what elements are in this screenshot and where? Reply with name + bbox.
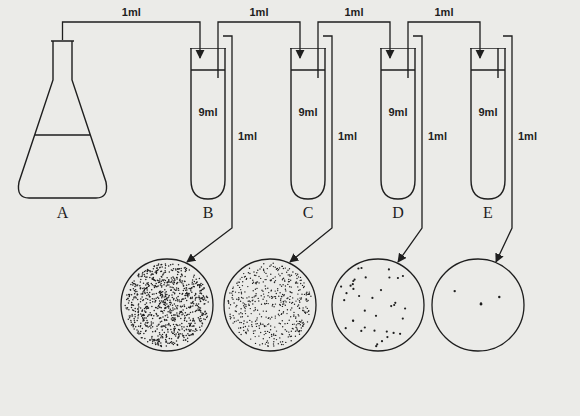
vessel-letter: B — [203, 204, 214, 222]
transfer-arrow — [218, 22, 300, 58]
petri-plate — [432, 259, 524, 351]
sample-line — [187, 36, 232, 262]
dilution-tube: 9mlC — [290, 48, 326, 200]
transfer-arrow — [63, 22, 201, 58]
plating-volume: 1ml — [236, 130, 259, 142]
tube-outline — [470, 48, 506, 200]
plating-volume: 1ml — [516, 130, 539, 142]
transfer-volume: 1ml — [248, 6, 271, 18]
transfer-volume: 1ml — [120, 6, 143, 18]
transfer-volume: 1ml — [343, 6, 366, 18]
petri-plate — [121, 259, 213, 351]
vessel-letter: C — [303, 204, 314, 222]
dilution-tube: 9mlD — [380, 48, 416, 200]
petri-plate — [224, 259, 316, 351]
dilution-tube: 9mlE — [470, 48, 506, 200]
tube-outline — [190, 48, 226, 200]
transfer-arrow — [318, 22, 390, 58]
tube-outline — [380, 48, 416, 200]
flask-outline — [15, 40, 110, 200]
transfer-volume: 1ml — [433, 6, 456, 18]
plating-volume: 1ml — [336, 130, 359, 142]
volume-label: 9ml — [199, 106, 218, 118]
petri-plate — [332, 259, 424, 351]
volume-label: 9ml — [479, 106, 498, 118]
vessel-letter: A — [57, 204, 69, 222]
volume-label: 9ml — [299, 106, 318, 118]
plating-volume: 1ml — [426, 130, 449, 142]
tube-outline — [290, 48, 326, 200]
volume-label: 9ml — [389, 106, 408, 118]
transfer-arrow — [408, 22, 480, 58]
sample-line — [290, 36, 332, 262]
colonies — [124, 263, 500, 348]
vessel-letter: D — [392, 204, 404, 222]
vessel-letter: E — [483, 204, 493, 222]
culture-flask: A — [15, 40, 110, 200]
dilution-tube: 9mlB — [190, 48, 226, 200]
